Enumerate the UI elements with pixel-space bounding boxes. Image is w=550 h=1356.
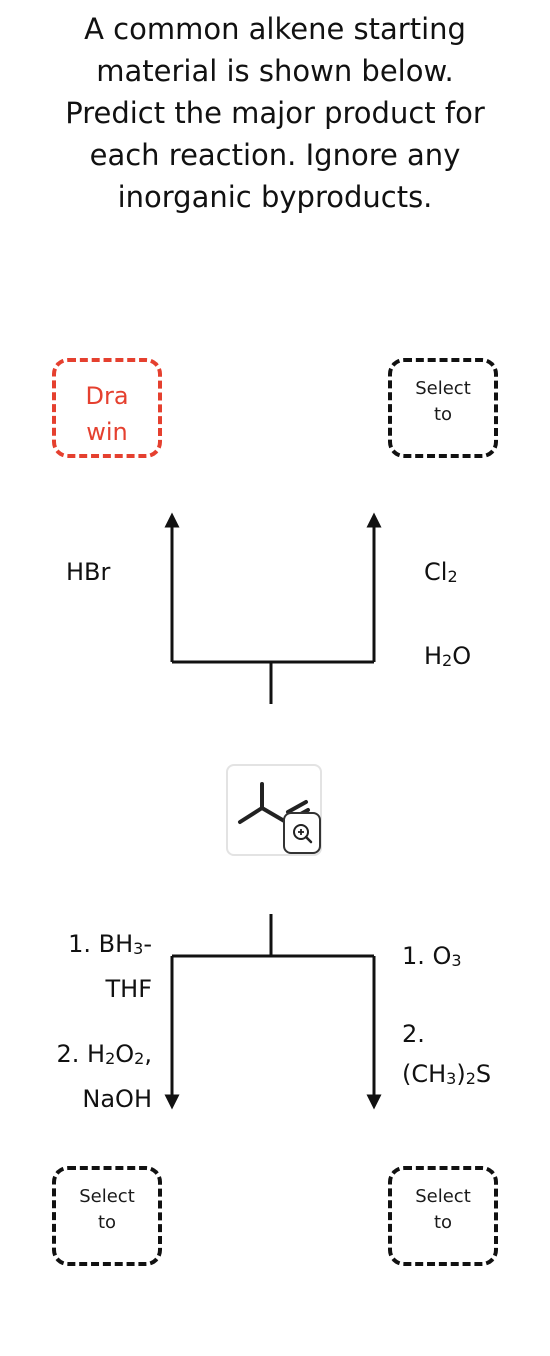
- prompt-line: Predict the major product for: [65, 96, 485, 130]
- reagent-subscript: 2: [105, 1049, 116, 1068]
- reagent-text: 1. O: [402, 942, 452, 970]
- reagent-subscript: 3: [133, 939, 144, 958]
- reagent-subscript: 2: [447, 567, 458, 586]
- product-drop-target-ozonolysis[interactable]: Select to: [388, 1166, 498, 1266]
- reagent-dimethyl-sulfide: 2. (CH3)2S: [402, 1014, 491, 1099]
- reagent-line: 2. H2O2,: [30, 1034, 152, 1079]
- reagent-line: 1. BH3-: [40, 924, 152, 969]
- reagent-subscript: 2: [134, 1049, 145, 1068]
- drop-target-label: Drawing: [85, 382, 129, 446]
- reagent-text: 2. H: [56, 1040, 106, 1068]
- reagent-text: H: [424, 642, 443, 670]
- reagent-line: THF: [105, 975, 152, 1003]
- reagent-cl2: Cl2: [424, 552, 458, 597]
- reagent-subscript: 3: [451, 951, 462, 970]
- prompt-line: inorganic byproducts.: [117, 180, 433, 214]
- reagent-text: ,: [144, 1040, 152, 1068]
- reagent-text: S: [475, 1060, 492, 1088]
- reagent-subscript: 2: [465, 1069, 476, 1088]
- zoom-button[interactable]: [283, 812, 321, 854]
- reagent-text: (CH: [402, 1060, 447, 1088]
- reagent-text: O: [115, 1040, 135, 1068]
- product-drop-target-halohydrin[interactable]: Select to: [388, 358, 498, 458]
- reagent-hbr: HBr: [66, 558, 111, 586]
- reagent-o3: 1. O3: [402, 936, 462, 981]
- question-prompt: A common alkene starting material is sho…: [30, 8, 520, 218]
- reagent-h2o2-naoh: 2. H2O2, NaOH: [30, 1034, 152, 1119]
- drop-target-label: Select to: [415, 378, 471, 425]
- product-drop-target-hbr[interactable]: Drawing: [52, 358, 162, 458]
- reagent-text: O: [452, 642, 472, 670]
- starting-material-card[interactable]: [226, 764, 322, 856]
- reagent-text: ): [456, 1060, 466, 1088]
- prompt-line: each reaction. Ignore any: [89, 138, 461, 172]
- reagent-line: NaOH: [82, 1085, 152, 1113]
- reagent-subscript: 2: [442, 651, 453, 670]
- reagent-line: 2.: [402, 1020, 425, 1048]
- reagent-h2o: H2O: [424, 636, 471, 681]
- reagent-subscript: 3: [446, 1069, 457, 1088]
- reagent-bh3-thf: 1. BH3- THF: [40, 924, 152, 1009]
- magnifier-plus-icon: [293, 824, 313, 844]
- reagent-text: -: [143, 930, 152, 958]
- drop-target-label: Select to: [415, 1186, 471, 1233]
- reagent-line: (CH3)2S: [402, 1054, 491, 1099]
- reagent-text: Cl: [424, 558, 448, 586]
- prompt-line: material is shown below.: [96, 54, 454, 88]
- reagent-text: 1. BH: [68, 930, 134, 958]
- prompt-line: A common alkene starting: [84, 12, 466, 46]
- product-drop-target-hydroboration[interactable]: Select to: [52, 1166, 162, 1266]
- drop-target-label: Select to: [79, 1186, 135, 1233]
